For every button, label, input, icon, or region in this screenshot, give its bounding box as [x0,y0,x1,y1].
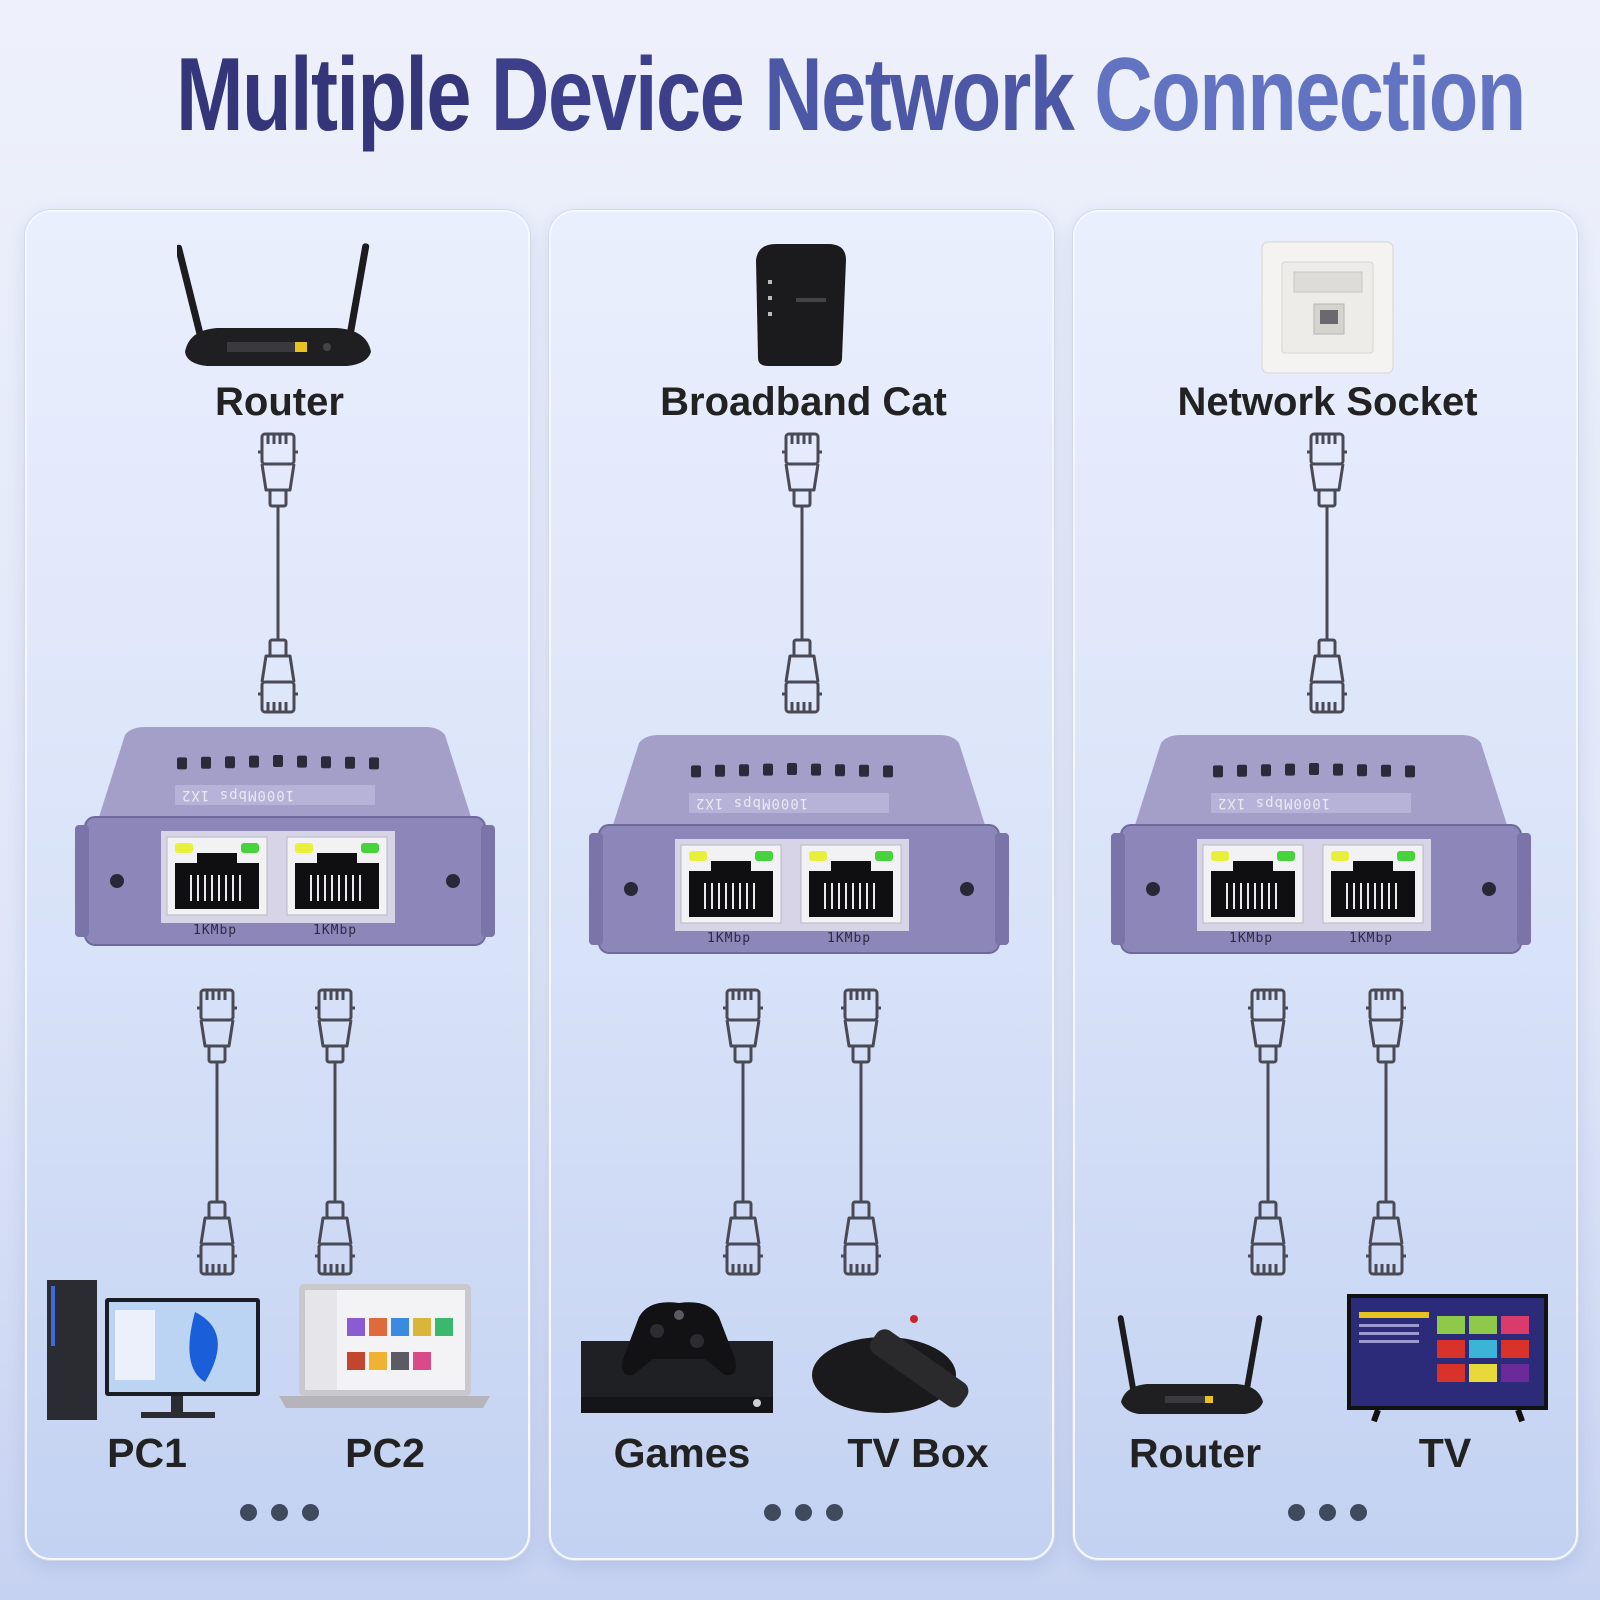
port-label: 1KMbp [707,931,752,946]
title-word: Network [764,37,1075,153]
source-label: Router [215,380,344,424]
dot [271,1504,288,1521]
device-label: PC2 [345,1430,425,1476]
rj45-plug-icon [782,638,822,714]
game-console-icon [581,1302,773,1413]
device-label: TV Box [847,1430,989,1476]
rj45-plug-icon [1366,988,1406,1064]
port-label: 1KMbp [827,931,872,946]
port-label: 1KMbp [1349,931,1394,946]
ethernet-cable-icon [723,432,881,1276]
switch-model-label: 1000Mbps 1X2 [1217,795,1331,811]
modem-icon [756,244,846,366]
dot [1288,1504,1305,1521]
rj45-plug-icon [258,432,298,508]
switch-model-label: 1000Mbps 1X2 [181,787,295,803]
more-indicator [1075,1504,1580,1526]
dot [1319,1504,1336,1521]
rj45-plug-icon [1248,988,1288,1064]
router-icon [1117,1315,1263,1414]
title-word: Device [490,37,745,153]
rj45-plug-icon [1307,638,1347,714]
rj45-plug-icon [723,988,763,1064]
network-switch-body [589,735,1009,954]
more-indicator [551,1504,1056,1526]
network-switch: 1000Mbps 1X2 1KMbp 1KMbp [589,733,1009,958]
rj45-plug-icon [258,638,298,714]
rj45-plug-icon [315,988,355,1064]
source-label: Network Socket [1177,380,1478,424]
tv-icon [1347,1294,1548,1423]
page-title: Multiple Device Network Connection [176,30,1526,160]
dot [1350,1504,1367,1521]
switch-model-label: 1000Mbps 1X2 [695,795,809,811]
rj45-plug-icon [315,1200,355,1276]
rj45-plug-icon [1307,432,1347,508]
panel-router: Router 1000Mbps 1X2 1KMbp 1KMbp PC1 PC2 [25,210,530,1560]
dot [826,1504,843,1521]
dot [240,1504,257,1521]
desktop-pc-icon [47,1280,260,1420]
title-word: Multiple [176,37,471,153]
rj45-plug-icon [782,432,822,508]
source-label: Broadband Cat [660,380,947,424]
tv-box-icon [812,1315,969,1413]
device-label: Games [613,1430,751,1476]
rj45-plug-icon [197,988,237,1064]
device-label: TV [1418,1430,1472,1476]
network-switch: 1000Mbps 1X2 1KMbp 1KMbp [1111,733,1531,958]
rj45-plug-icon [723,1200,763,1276]
panel-network-socket: Network Socket 1000Mbps 1X2 1KMbp 1KMbp Ro… [1073,210,1578,1560]
more-indicator [27,1504,532,1526]
laptop-icon [279,1284,490,1408]
wall-socket-icon [1261,241,1394,374]
rj45-plug-icon [841,1200,881,1276]
panel-broadband-cat: Broadband Cat 1000Mbps 1X2 1KMbp 1KMbp Gam… [549,210,1054,1560]
router-icon [177,243,371,366]
ethernet-cable-icon [1248,432,1406,1276]
port-label: 1KMbp [193,923,238,938]
port-label: 1KMbp [313,923,358,938]
device-label: Router [1128,1430,1262,1476]
rj45-plug-icon [841,988,881,1064]
network-switch: 1000Mbps 1X2 1KMbp 1KMbp [75,725,495,950]
device-label: PC1 [107,1430,187,1476]
dot [302,1504,319,1521]
dot [795,1504,812,1521]
port-label: 1KMbp [1229,931,1274,946]
network-switch-body [75,727,495,946]
rj45-plug-icon [1248,1200,1288,1276]
rj45-plug-icon [1366,1200,1406,1276]
dot [764,1504,781,1521]
title-word: Connection [1094,37,1526,153]
network-switch-body [1111,735,1531,954]
rj45-plug-icon [197,1200,237,1276]
ethernet-cable-icon [197,432,355,1276]
